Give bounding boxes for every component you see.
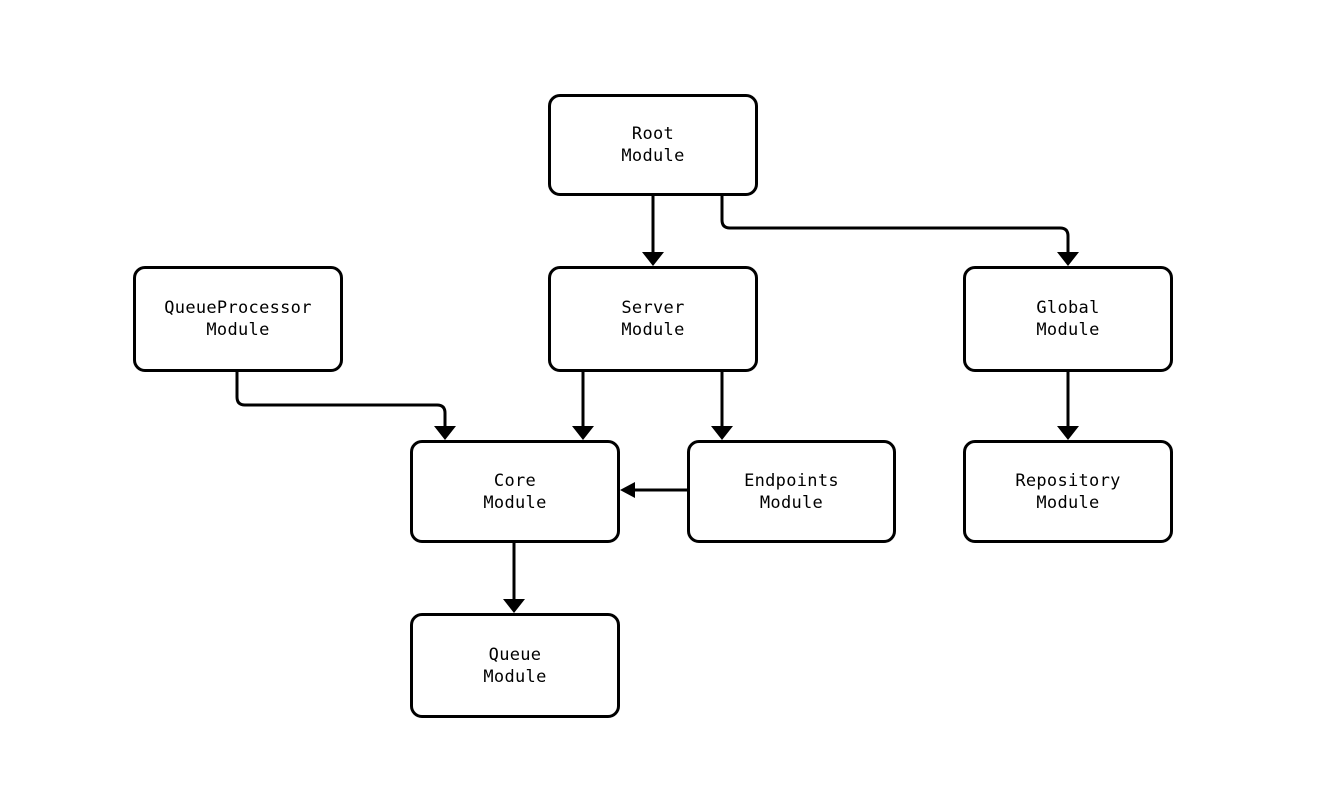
- arrowhead-global-to-repository: [1057, 426, 1079, 440]
- node-repository[interactable]: Repository Module: [963, 440, 1173, 543]
- node-queueprocessor[interactable]: QueueProcessor Module: [133, 266, 343, 372]
- node-server[interactable]: Server Module: [548, 266, 758, 372]
- node-label-root: Root Module: [621, 124, 685, 166]
- edge-paths: [235, 196, 1070, 599]
- edge-queueprocessor-to-core: [235, 372, 447, 426]
- node-endpoints[interactable]: Endpoints Module: [687, 440, 896, 543]
- node-queue[interactable]: Queue Module: [410, 613, 620, 718]
- node-label-global: Global Module: [1036, 298, 1100, 340]
- arrowhead-server-to-endpoints: [711, 426, 733, 440]
- node-label-core: Core Module: [483, 470, 547, 513]
- node-label-repository: Repository Module: [1015, 470, 1121, 513]
- node-global[interactable]: Global Module: [963, 266, 1173, 372]
- node-label-queueprocessor: QueueProcessor Module: [164, 298, 312, 340]
- arrowhead-endpoints-to-core: [620, 482, 635, 498]
- node-core[interactable]: Core Module: [410, 440, 620, 543]
- arrowhead-server-to-core: [572, 426, 594, 440]
- node-label-queue: Queue Module: [483, 644, 547, 687]
- edge-root-to-global: [720, 196, 1070, 252]
- arrowhead-core-to-queue: [503, 599, 525, 613]
- node-label-server: Server Module: [621, 298, 685, 340]
- node-label-endpoints: Endpoints Module: [744, 470, 839, 513]
- arrowhead-root-to-server: [642, 252, 664, 266]
- arrowhead-queueprocessor-to-core: [434, 426, 456, 440]
- arrow-heads: [434, 252, 1079, 613]
- arrowhead-root-to-global: [1057, 252, 1079, 266]
- node-root[interactable]: Root Module: [548, 94, 758, 196]
